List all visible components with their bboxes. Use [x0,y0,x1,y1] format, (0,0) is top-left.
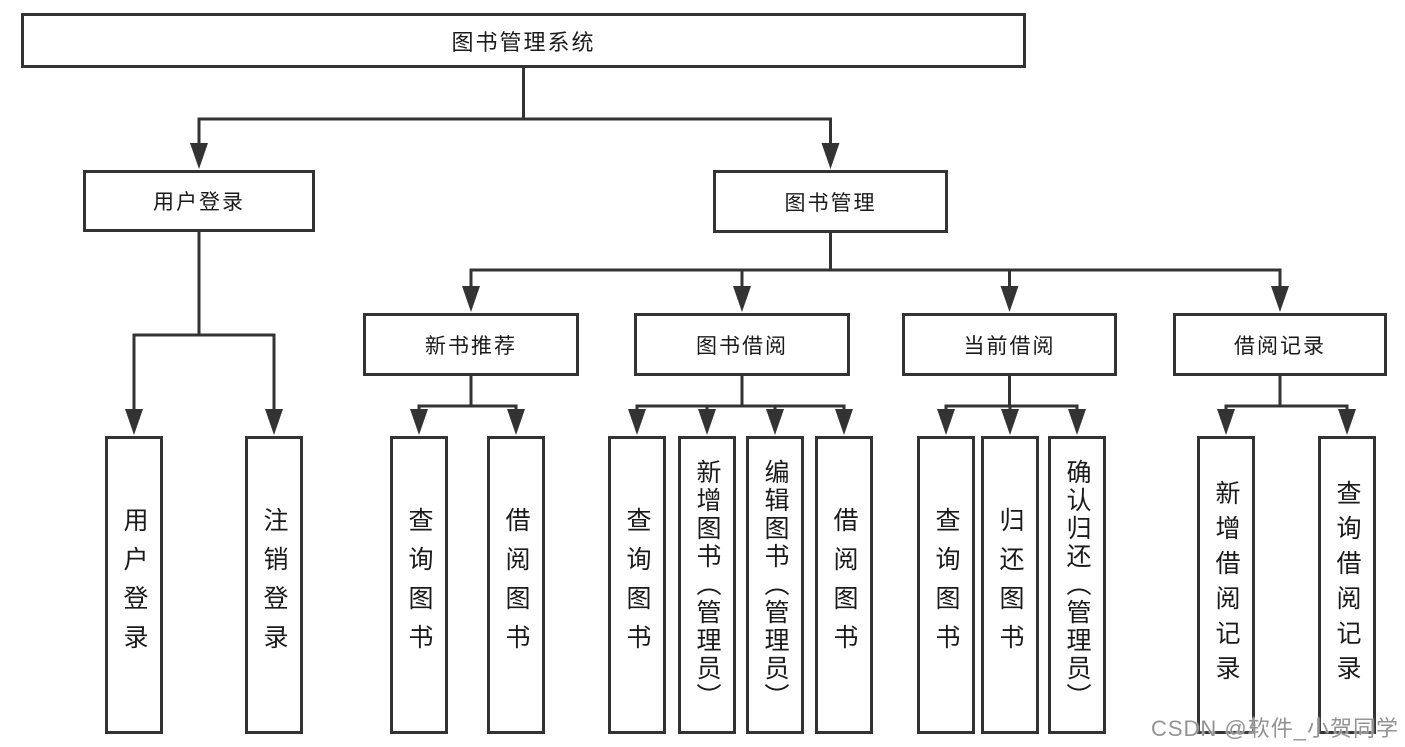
node-leaf-borrow-book-1: 借阅图书 [487,436,545,734]
node-borrow-records: 借阅记录 [1173,313,1387,376]
node-leaf-edit-book: 编辑图书（管理员） [746,436,804,734]
node-new-book-rec: 新书推荐 [363,313,579,376]
node-book-borrow: 图书借阅 [634,313,850,376]
node-leaf-user-login: 用户登录 [105,436,163,734]
node-leaf-logout: 注销登录 [245,436,303,734]
node-leaf-add-record: 新增借阅记录 [1197,436,1255,734]
node-leaf-confirm-return: 确认归还（管理员） [1048,436,1106,734]
node-user-login: 用户登录 [83,170,315,232]
node-current-borrow: 当前借阅 [902,313,1117,376]
node-leaf-query-record: 查询借阅记录 [1318,436,1376,734]
node-book-mgmt: 图书管理 [713,170,948,233]
watermark: CSDN @软件_小贺同学 [1150,716,1399,741]
node-leaf-query-book-3: 查询图书 [917,436,975,734]
node-leaf-return-book: 归还图书 [981,436,1039,734]
node-leaf-add-book: 新增图书（管理员） [678,436,736,734]
node-leaf-borrow-book-2: 借阅图书 [815,436,873,734]
node-leaf-query-book-1: 查询图书 [390,436,448,734]
node-root: 图书管理系统 [21,13,1026,68]
node-leaf-query-book-2: 查询图书 [608,436,666,734]
